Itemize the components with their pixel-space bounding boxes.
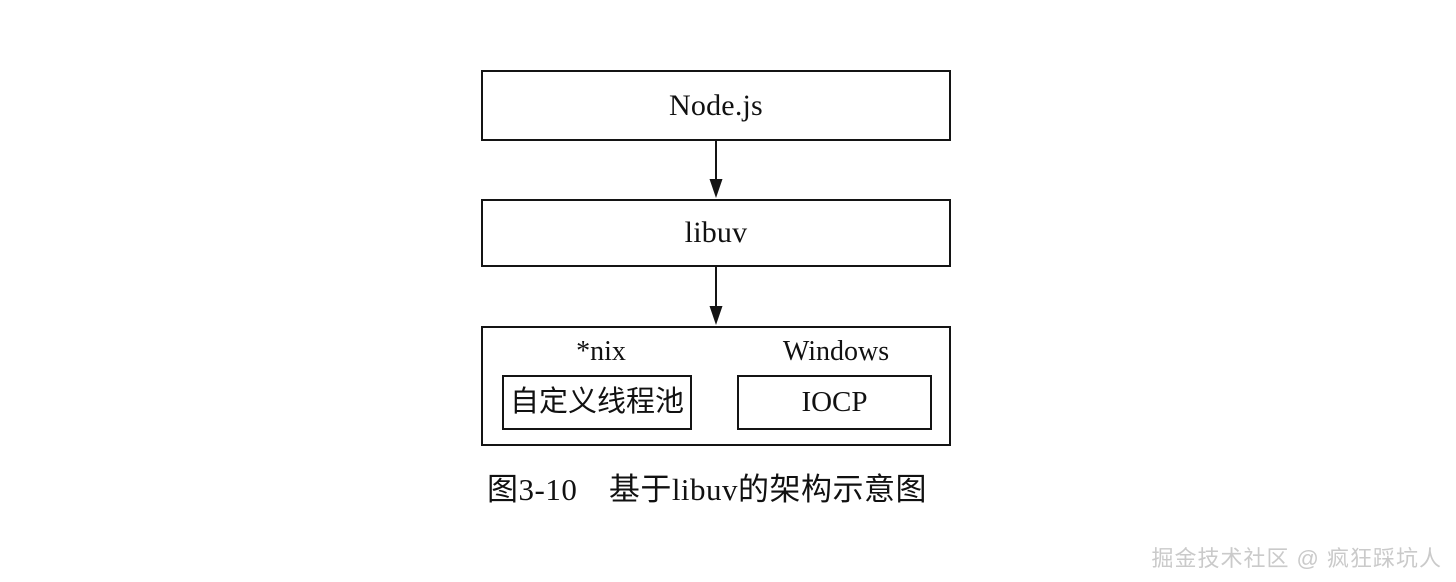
arrow-down-icon [704,267,728,326]
block-nodejs: Node.js [481,70,951,141]
arrow-down-icon [704,141,728,199]
figure-caption: 图3-10 基于libuv的架构示意图 [487,472,928,507]
platform-title-windows: Windows [782,336,890,367]
platform-column-nix: *nix 自定义线程池 [485,328,717,444]
block-platform-layer: *nix 自定义线程池 Windows IOCP [481,326,951,446]
block-libuv: libuv [481,199,951,267]
block-iocp-label: IOCP [801,386,868,418]
block-nodejs-label: Node.js [669,88,763,122]
watermark: 掘金技术社区 @ 疯狂踩坑人 [1151,546,1442,571]
block-iocp: IOCP [737,375,932,430]
block-custom-threadpool-label: 自定义线程池 [509,386,684,418]
block-custom-threadpool: 自定义线程池 [502,375,692,430]
platform-title-nix: *nix [576,336,626,367]
platform-column-windows: Windows IOCP [723,328,949,444]
block-libuv-label: libuv [684,216,748,249]
